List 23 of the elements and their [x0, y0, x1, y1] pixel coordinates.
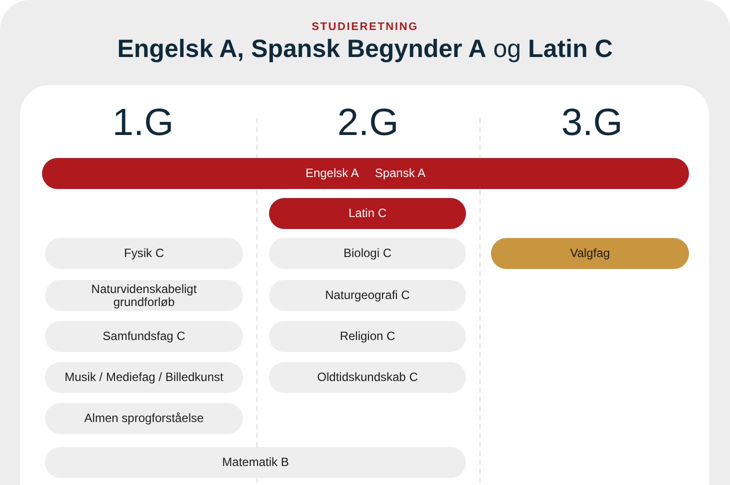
subject-name: Valgfag [570, 247, 610, 260]
subject-name: Naturvidenskabeligt grundforløb [90, 282, 198, 308]
category-label: STUDIERETNING [312, 21, 418, 33]
elective-subject-pill [491, 238, 689, 269]
subject-name: Religion C [340, 330, 396, 343]
year-heading: 1.G [112, 102, 174, 144]
subject-name: Biologi C [343, 247, 392, 260]
subject-name: Engelsk A [305, 167, 359, 180]
year-heading: 3.G [561, 102, 623, 144]
core-subject-bar [269, 198, 466, 229]
subject-name: Matematik B [222, 456, 289, 469]
subject-name: Spansk A [374, 167, 426, 180]
subject-pill [45, 447, 466, 478]
subject-name: Latin C [348, 207, 387, 220]
subject-name: Almen sprogforståelse [84, 412, 204, 425]
subject-name: Samfundsfag C [102, 330, 186, 343]
subject-name: Oldtidskundskab C [317, 371, 418, 384]
subject-name: Naturgeografi C [325, 289, 410, 302]
subject-name: Musik / Mediefag / Billedkunst [64, 371, 224, 384]
year-heading: 2.G [337, 102, 399, 144]
subject-name: Fysik C [124, 247, 164, 260]
page-title: Engelsk A, Spansk Begynder A og Latin C [117, 35, 613, 63]
core-subject-bar [42, 158, 689, 189]
